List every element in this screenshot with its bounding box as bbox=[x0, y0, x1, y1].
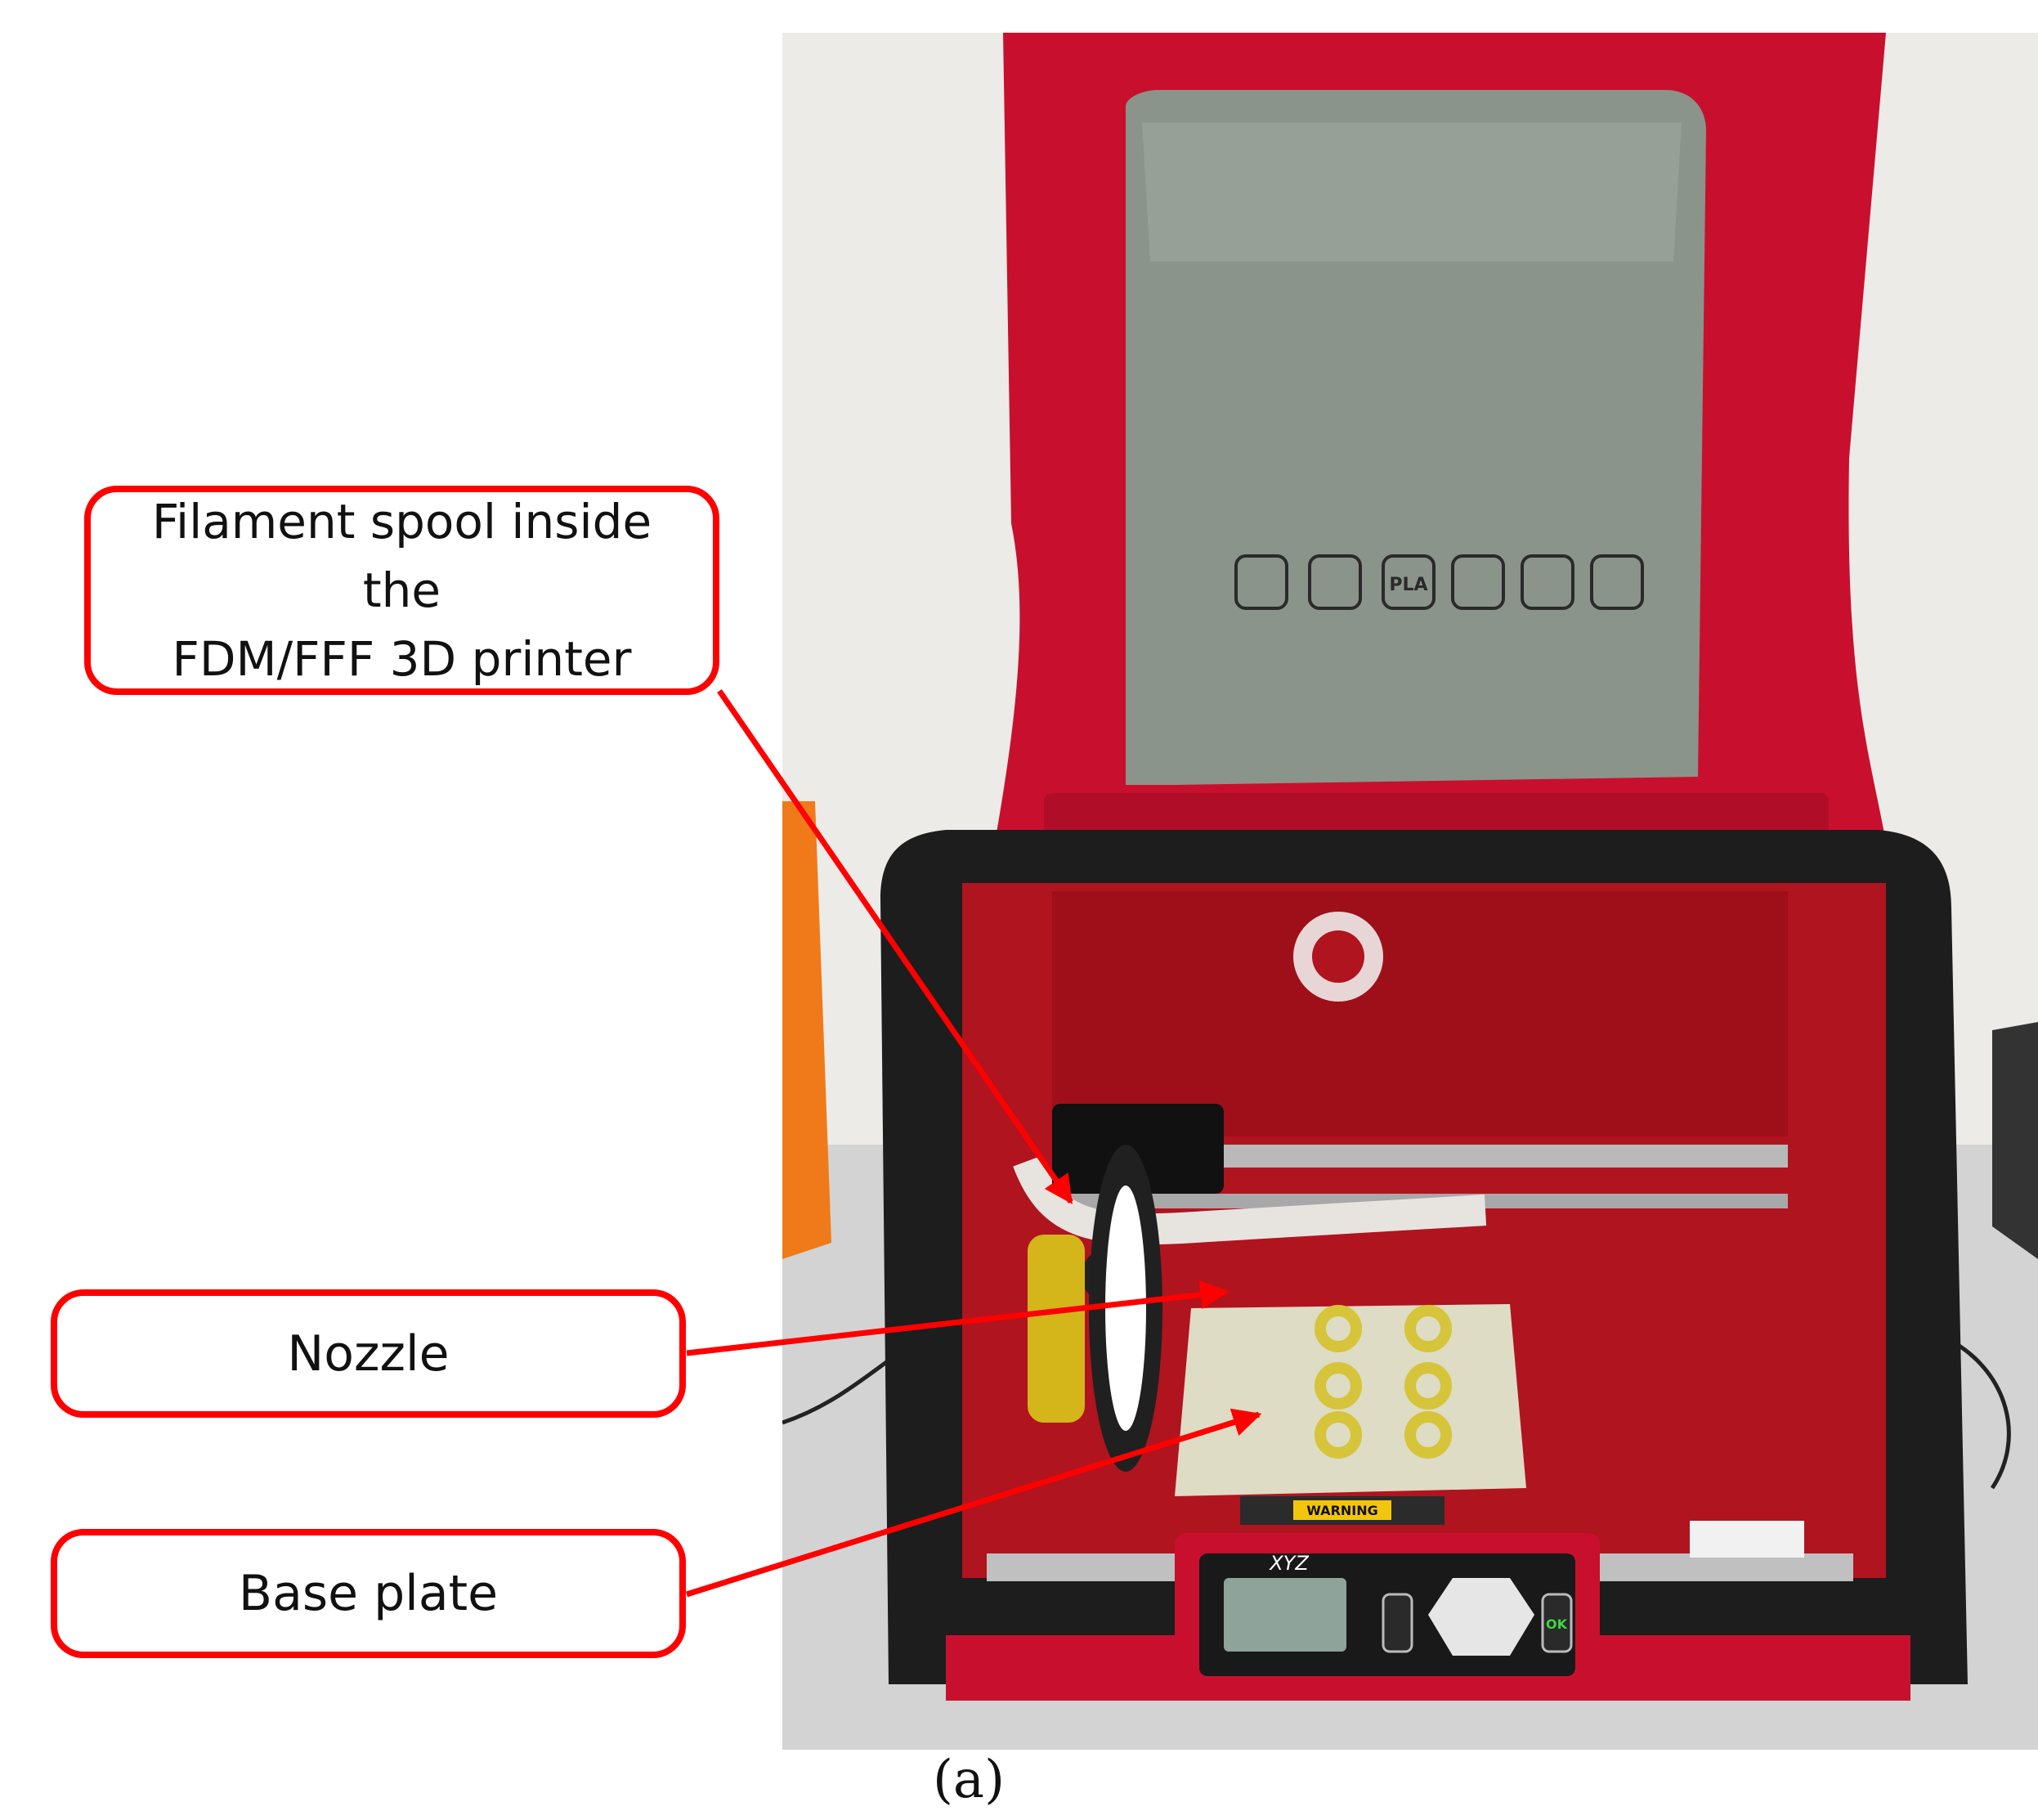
callout-filament-line2: FDM/FFF 3D printer bbox=[172, 631, 632, 687]
qr-sticker bbox=[1690, 1521, 1804, 1558]
figure-caption: (a) bbox=[932, 1750, 1006, 1810]
interior-back-wall bbox=[1052, 891, 1788, 1136]
callout-nozzle: Nozzle bbox=[51, 1289, 686, 1418]
callout-filament-spool: Filament spool inside the FDM/FFF 3D pri… bbox=[84, 486, 719, 695]
callout-base-plate: Base plate bbox=[51, 1529, 686, 1658]
printed-rings bbox=[1315, 1305, 1452, 1459]
callout-filament-line1: Filament spool inside the bbox=[151, 494, 652, 618]
warning-label bbox=[1293, 1500, 1391, 1520]
home-button bbox=[1382, 1593, 1413, 1653]
lid-window-glare bbox=[1142, 123, 1682, 262]
callout-base-plate-label: Base plate bbox=[238, 1565, 499, 1622]
lid-window bbox=[1126, 90, 1706, 785]
warning-label-text: WARNING bbox=[1306, 1503, 1378, 1518]
lcd-screen bbox=[1224, 1578, 1346, 1652]
brand-logo: XYZ bbox=[1268, 1552, 1309, 1575]
ok-button bbox=[1541, 1593, 1573, 1653]
desk-cable bbox=[1950, 1338, 2011, 1490]
dpad bbox=[1428, 1578, 1534, 1656]
right-side-device bbox=[1992, 1022, 2038, 1259]
printer-photo: PLA WARNING bbox=[782, 33, 2038, 1750]
print-head bbox=[1052, 1104, 1224, 1194]
printer-illustration: PLA WARNING bbox=[782, 33, 2038, 1750]
lid-icons-row bbox=[1234, 554, 1644, 610]
callout-nozzle-label: Nozzle bbox=[287, 1325, 450, 1383]
lid-icon-pla-text: PLA bbox=[1389, 575, 1427, 595]
ok-button-label: OK bbox=[1546, 1616, 1568, 1632]
filament-spool bbox=[1028, 1235, 1085, 1423]
